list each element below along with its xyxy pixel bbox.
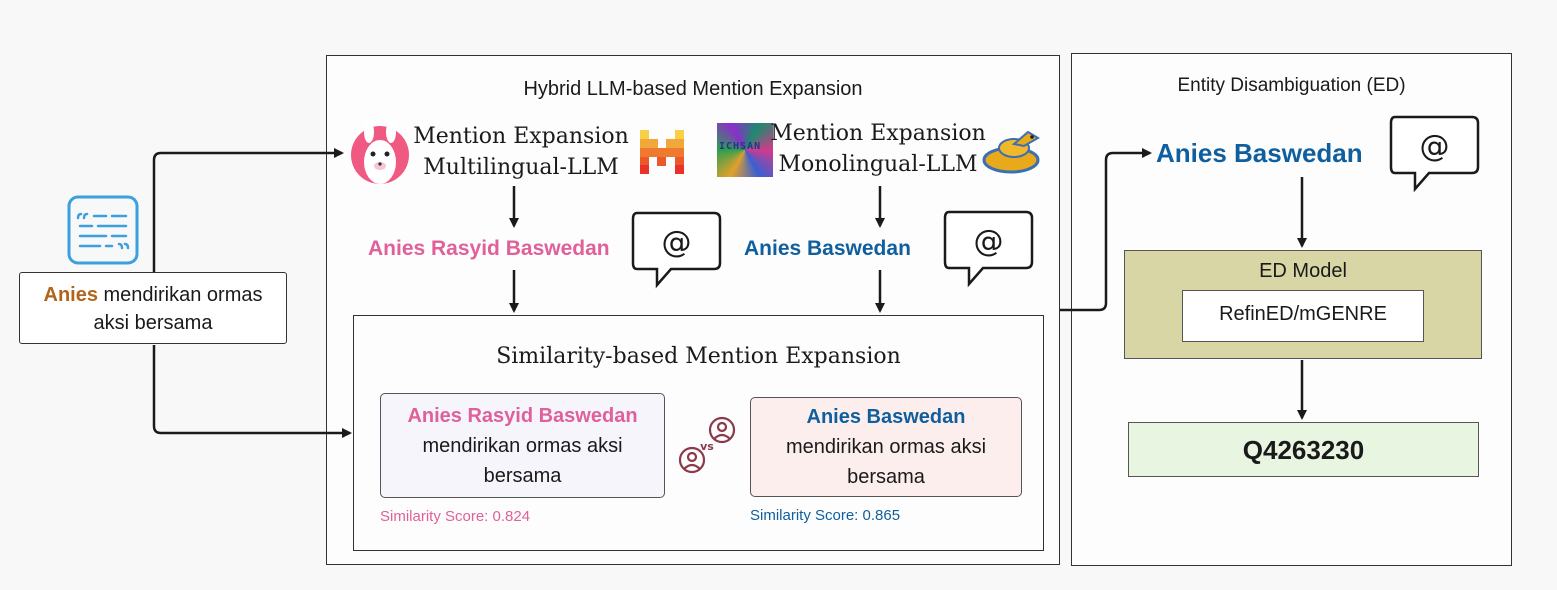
at-bubble-icon: @ [631,211,722,289]
multilingual-llm-label: Mention Expansion Multilingual-LLM [405,121,637,183]
ed-panel-title: Entity Disambiguation (ED) [1177,75,1406,96]
llama-logo-icon [351,121,409,184]
input-mention: Anies [43,284,98,306]
selected-mention: Anies Baswedan [1156,138,1363,168]
arrow-input-to-llm [152,148,344,272]
at-symbol-3: @ [1420,129,1450,164]
candidate-left-mention: Anies Rasyid Baswedan [407,405,638,427]
ed-output-box: Q4263230 [1128,422,1479,477]
hybrid-panel-title: Hybrid LLM-based Mention Expansion [523,78,863,100]
candidate-right-mention: Anies Baswedan [806,406,966,428]
document-icon [67,195,139,265]
ed-output-id: Q4263230 [1242,435,1365,465]
candidate-left-line3: bersama [483,465,562,487]
at-symbol-2: @ [974,224,1004,259]
at-bubble-icon: @ [943,210,1034,288]
candidate-left-line2: mendirikan ormas aksi [422,435,623,457]
candidate-right-line3: bersama [847,466,925,488]
komodo-logo-icon [982,130,1040,174]
at-symbol-1: @ [662,225,692,260]
multilingual-output: Anies Rasyid Baswedan [368,237,610,260]
ichsan-logo-text: ICHSAN [719,141,762,152]
monolingual-line1: Mention Expansion [770,121,986,146]
similarity-title: Similarity-based Mention Expansion [496,344,901,369]
arrow-sim-to-ed [1060,148,1152,312]
ed-model-label: ED Model [1259,260,1347,282]
similarity-score-left: Similarity Score: 0.824 [380,508,531,525]
ed-model-name-box: RefinED/mGENRE [1182,290,1424,342]
vs-users-icon: vs [678,416,736,474]
ichsan-logo-icon: ICHSAN [717,123,773,177]
input-text-line2: aksi bersama [93,312,213,334]
monolingual-line2: Monolingual-LLM [778,152,978,177]
ed-model-name: RefinED/mGENRE [1219,303,1387,325]
monolingual-output: Anies Baswedan [744,237,911,260]
ed-model-box: ED Model RefinED/mGENRE [1124,250,1482,359]
candidate-right-line2: mendirikan ormas aksi [785,436,987,458]
mistral-logo-icon [640,130,684,174]
similarity-score-right: Similarity Score: 0.865 [750,507,901,524]
multilingual-line1: Mention Expansion [413,124,629,149]
candidate-box-left: Anies Rasyid Baswedan mendirikan ormas a… [380,393,665,498]
input-text-line1: mendirikan ormas [97,284,263,306]
vs-label: vs [700,440,714,453]
input-sentence-box: Anies mendirikan ormas aksi bersama [19,272,287,344]
arrow-input-to-similarity [152,345,352,438]
candidate-box-right: Anies Baswedan mendirikan ormas aksi ber… [750,397,1022,497]
at-bubble-icon: @ [1389,115,1480,193]
multilingual-line2: Multilingual-LLM [423,155,619,180]
monolingual-llm-label: Mention Expansion Monolingual-LLM [769,118,987,180]
